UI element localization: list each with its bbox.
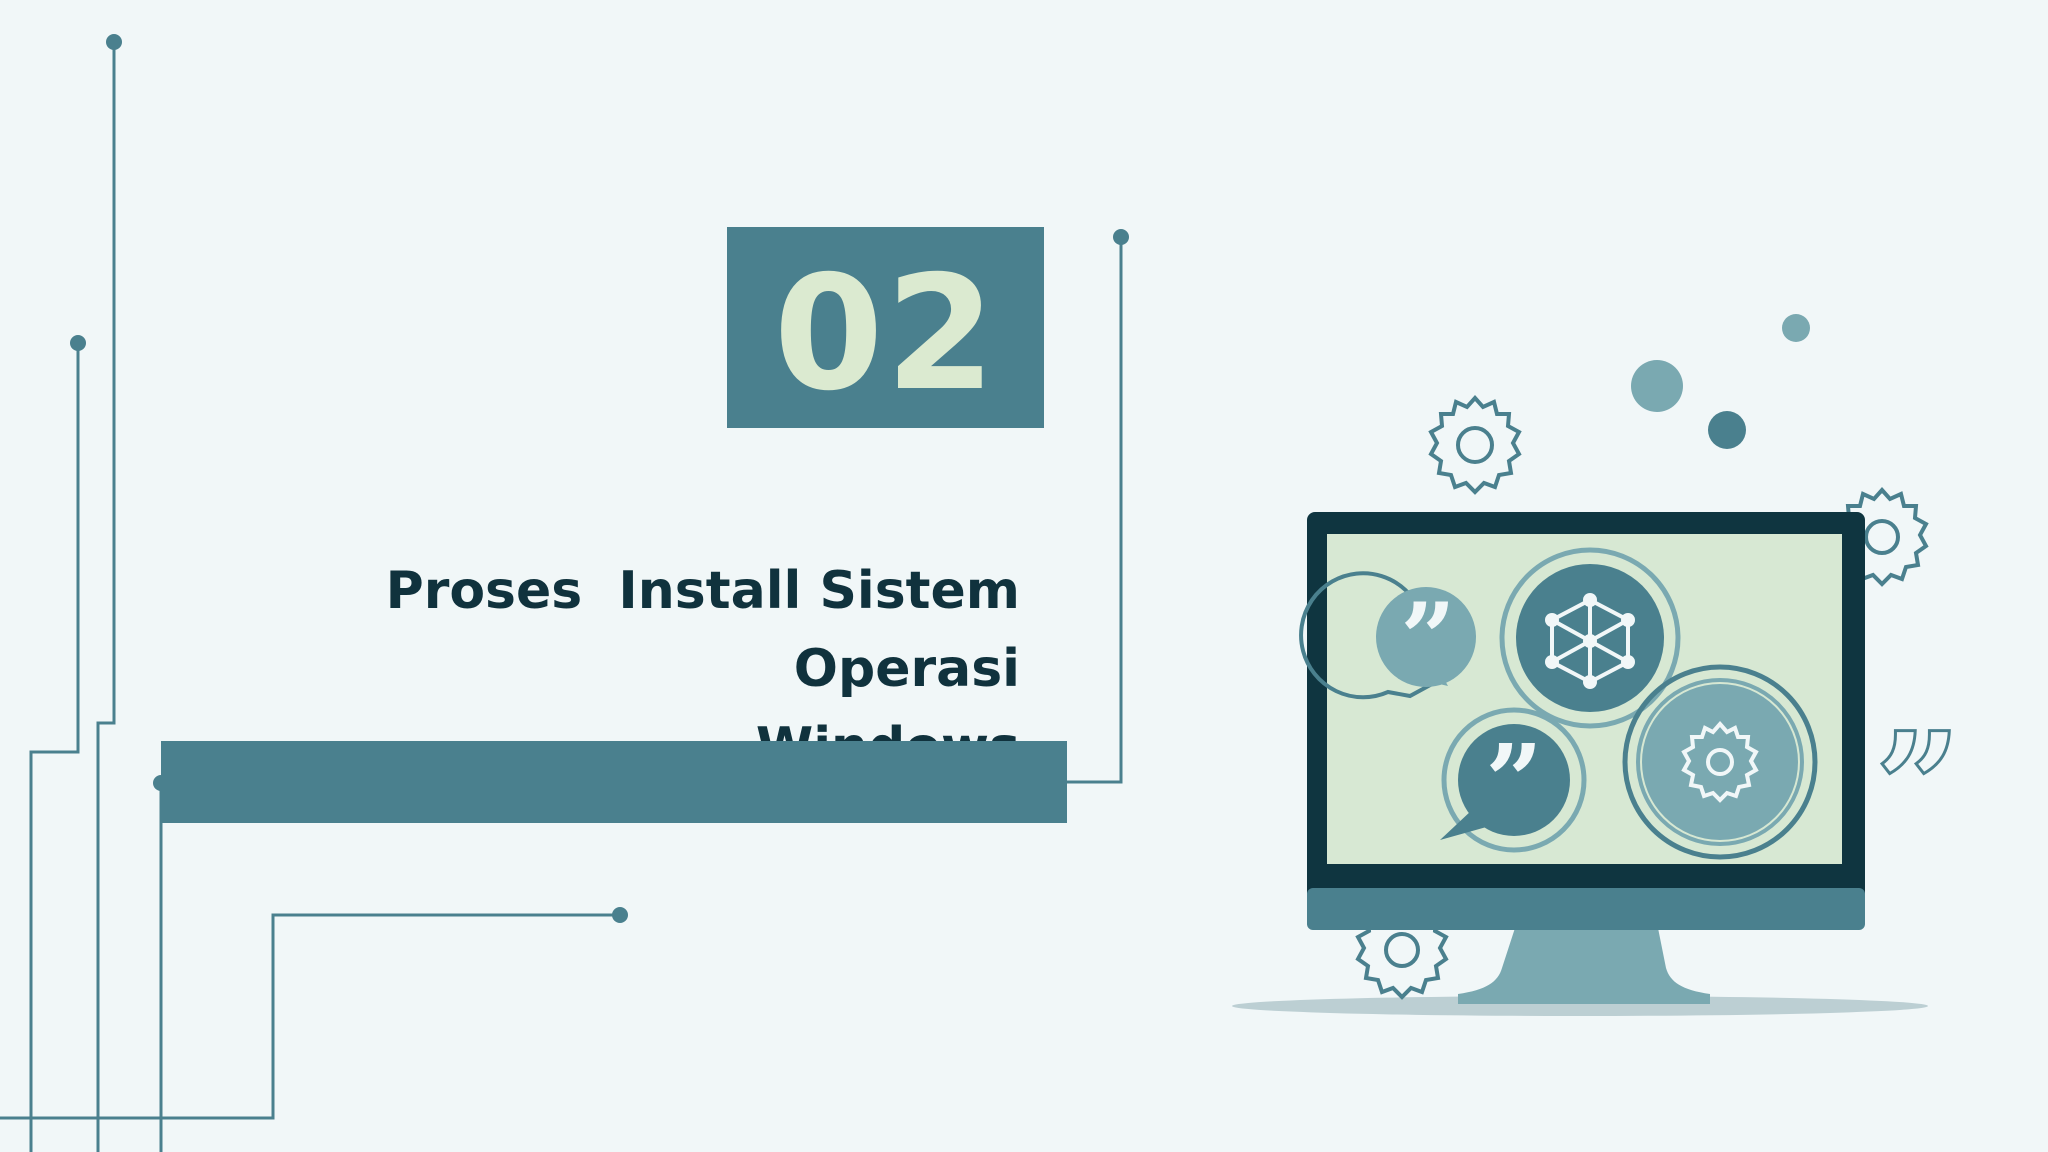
section-number: 02 — [773, 241, 998, 426]
circuit-node — [106, 34, 122, 50]
dots-icon — [1631, 314, 1810, 449]
circuit-node — [1113, 229, 1129, 245]
title-underline-bar — [161, 741, 1067, 823]
quote-bubble-icon: ” — [1299, 571, 1476, 700]
circuit-node — [70, 335, 86, 351]
circuit-line — [96, 42, 116, 1152]
svg-text:”: ” — [1400, 582, 1455, 695]
monitor-stand — [1458, 928, 1710, 1004]
quote-bubble-icon: ” — [1440, 707, 1587, 853]
section-number-box: 02 — [727, 227, 1044, 428]
circuit-line — [29, 343, 80, 1152]
monitor-shadow — [1232, 996, 1928, 1016]
circuit-node — [612, 907, 628, 923]
quote-marks-icon: ” — [1873, 699, 1962, 878]
svg-text:”: ” — [1875, 700, 1961, 876]
svg-text:”: ” — [1485, 722, 1543, 840]
gear-icon — [1622, 664, 1818, 860]
network-cube-icon — [1499, 547, 1681, 729]
circuit-line — [0, 913, 620, 1120]
circuit-line — [1067, 237, 1123, 784]
gear-icon — [1428, 394, 1522, 495]
computer-illustration: ” — [1232, 314, 1963, 1016]
